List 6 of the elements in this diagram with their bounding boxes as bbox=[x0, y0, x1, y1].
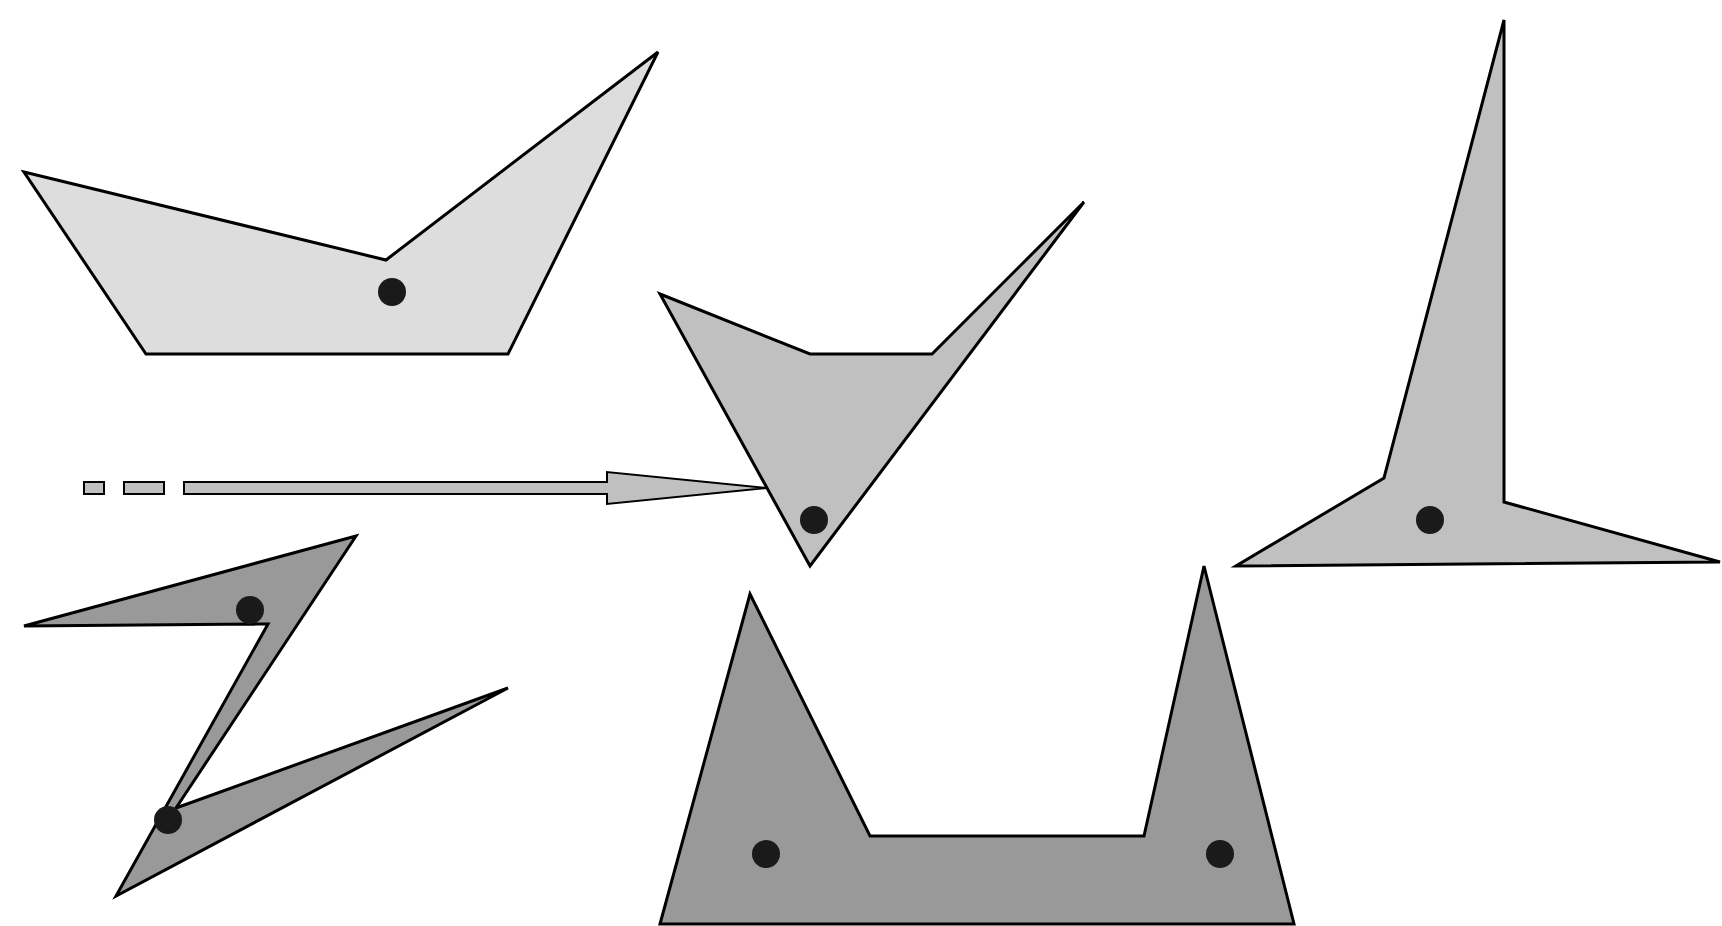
polygon-shape bbox=[22, 50, 660, 356]
polygon-shape bbox=[658, 564, 1296, 926]
polygon-shape bbox=[22, 534, 510, 898]
polygon-shape bbox=[1234, 18, 1722, 568]
polygon-shape bbox=[658, 200, 1086, 568]
arrow bbox=[83, 470, 768, 506]
